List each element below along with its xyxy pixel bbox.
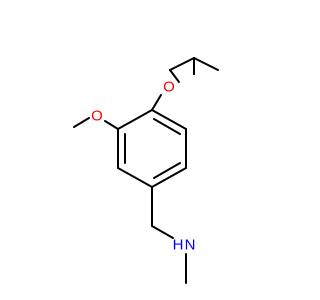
molecule-diagram: O O N H (73, 57, 219, 284)
bond-ipr-methyl-right (193, 57, 219, 71)
bond-o-methyl (73, 117, 90, 128)
ring-bond-c4-c5 (151, 109, 187, 130)
ring-bond-c3-c4 (117, 109, 153, 130)
bond-ch-o-iso (169, 69, 180, 83)
ring-double-c6-c1 (153, 162, 181, 179)
atom-oxygen-methoxy: O (91, 108, 103, 125)
structure-canvas: O O N H (73, 57, 219, 284)
atom-oxygen-isopropoxy: O (163, 79, 175, 96)
bond-c3-o-methoxy (104, 120, 119, 130)
atom-hydrogen-amine: H (173, 237, 184, 254)
bond-ipr-methyl-left (169, 57, 195, 71)
ring-double-c4-c5 (153, 118, 181, 135)
atom-nitrogen-amine: N (185, 237, 196, 254)
bond-ch2-n (151, 225, 174, 239)
ring-bond-c1-c2 (117, 167, 153, 188)
bond-o-c4 (151, 94, 162, 111)
ring-bond-c6-c1 (151, 167, 187, 188)
